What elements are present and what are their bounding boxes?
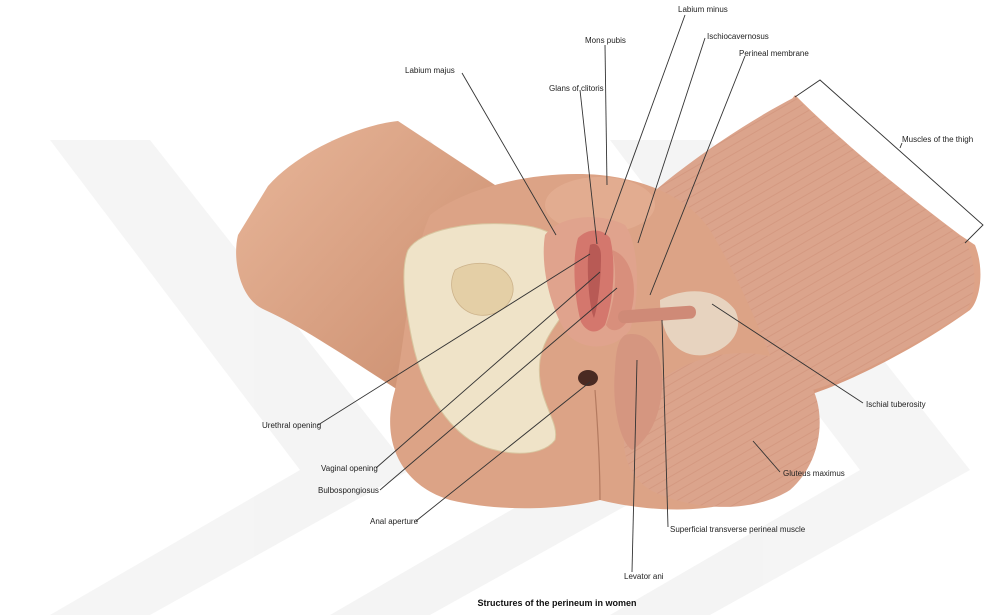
label-labium-majus: Labium majus [405, 66, 455, 75]
label-anal-aperture: Anal aperture [370, 517, 419, 526]
label-urethral-opening: Urethral opening [262, 421, 321, 430]
label-muscles-of-the-thigh: Muscles of the thigh [902, 135, 973, 144]
label-vaginal-opening: Vaginal opening [321, 464, 378, 473]
label-perineal-membrane: Perineal membrane [739, 49, 809, 58]
label-levator-ani: Levator ani [624, 572, 664, 581]
label-bulbospongiosus: Bulbospongiosus [318, 486, 379, 495]
label-superficial-transverse-perineal-muscle: Superficial transverse perineal muscle [670, 525, 806, 534]
label-ischiocavernosus: Ischiocavernosus [707, 32, 769, 41]
label-ischial-tuberosity: Ischial tuberosity [866, 400, 926, 409]
label-mons-pubis: Mons pubis [585, 36, 626, 45]
label-gluteus-maximus: Gluteus maximus [783, 469, 845, 478]
label-glans-of-clitoris: Glans of clitoris [549, 84, 604, 93]
figure-caption: Structures of the perineum in women [477, 598, 636, 608]
label-labium-minus: Labium minus [678, 5, 728, 14]
